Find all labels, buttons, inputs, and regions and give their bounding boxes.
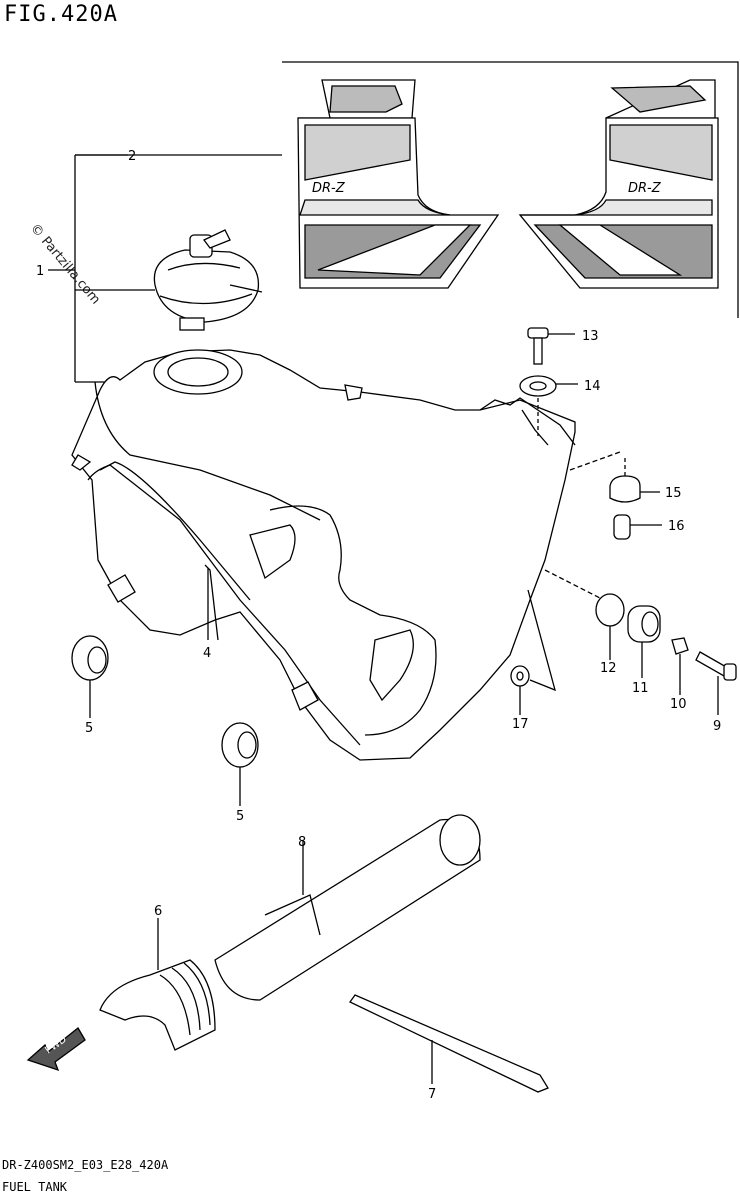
callout-16: 16 bbox=[668, 519, 685, 534]
collar-16 bbox=[613, 514, 662, 540]
footer-code: DR-Z400SM2_E03_E28_420A bbox=[2, 1158, 169, 1172]
decal-right-logo: DR-Z bbox=[628, 181, 662, 196]
callout-11: 11 bbox=[632, 681, 649, 696]
callout-14: 14 bbox=[584, 379, 601, 394]
cover-8 bbox=[214, 814, 481, 1001]
callout-6: 6 bbox=[154, 904, 162, 919]
fuel-tank bbox=[71, 349, 576, 761]
protector-6 bbox=[99, 918, 216, 1051]
callout-8: 8 bbox=[298, 835, 306, 850]
callout-9: 9 bbox=[713, 719, 721, 734]
clamp-7 bbox=[349, 994, 549, 1093]
nut-17 bbox=[510, 589, 556, 715]
callout-10: 10 bbox=[670, 697, 687, 712]
decal-right: DR-Z bbox=[518, 79, 719, 289]
callout-17: 17 bbox=[512, 717, 529, 732]
fuel-cap bbox=[153, 229, 263, 331]
callout-4: 4 bbox=[203, 646, 211, 661]
callout-7: 7 bbox=[428, 1087, 436, 1102]
callout-2: 2 bbox=[128, 149, 136, 164]
cushion-15 bbox=[609, 458, 660, 503]
grommet-5a bbox=[71, 635, 109, 718]
cushion-12 bbox=[595, 593, 625, 660]
footer-name: FUEL TANK bbox=[2, 1180, 68, 1194]
callout-1: 1 bbox=[36, 264, 44, 279]
figure-title: FIG.420A bbox=[4, 2, 118, 27]
decal-left: DR-Z bbox=[297, 79, 500, 289]
callout-15: 15 bbox=[665, 486, 682, 501]
grommet-14 bbox=[519, 375, 578, 436]
callout-12: 12 bbox=[600, 661, 617, 676]
cushion-11 bbox=[627, 605, 661, 678]
grommet-5b bbox=[221, 722, 259, 806]
callout-5a: 5 bbox=[85, 721, 93, 736]
callout-13: 13 bbox=[582, 329, 599, 344]
bolt-9 bbox=[695, 651, 737, 715]
bolt-13 bbox=[527, 327, 575, 365]
washer-10 bbox=[671, 637, 689, 695]
fwd-arrow: FWD bbox=[26, 1027, 86, 1072]
callout-5b: 5 bbox=[236, 809, 244, 824]
decal-left-logo: DR-Z bbox=[312, 181, 346, 196]
